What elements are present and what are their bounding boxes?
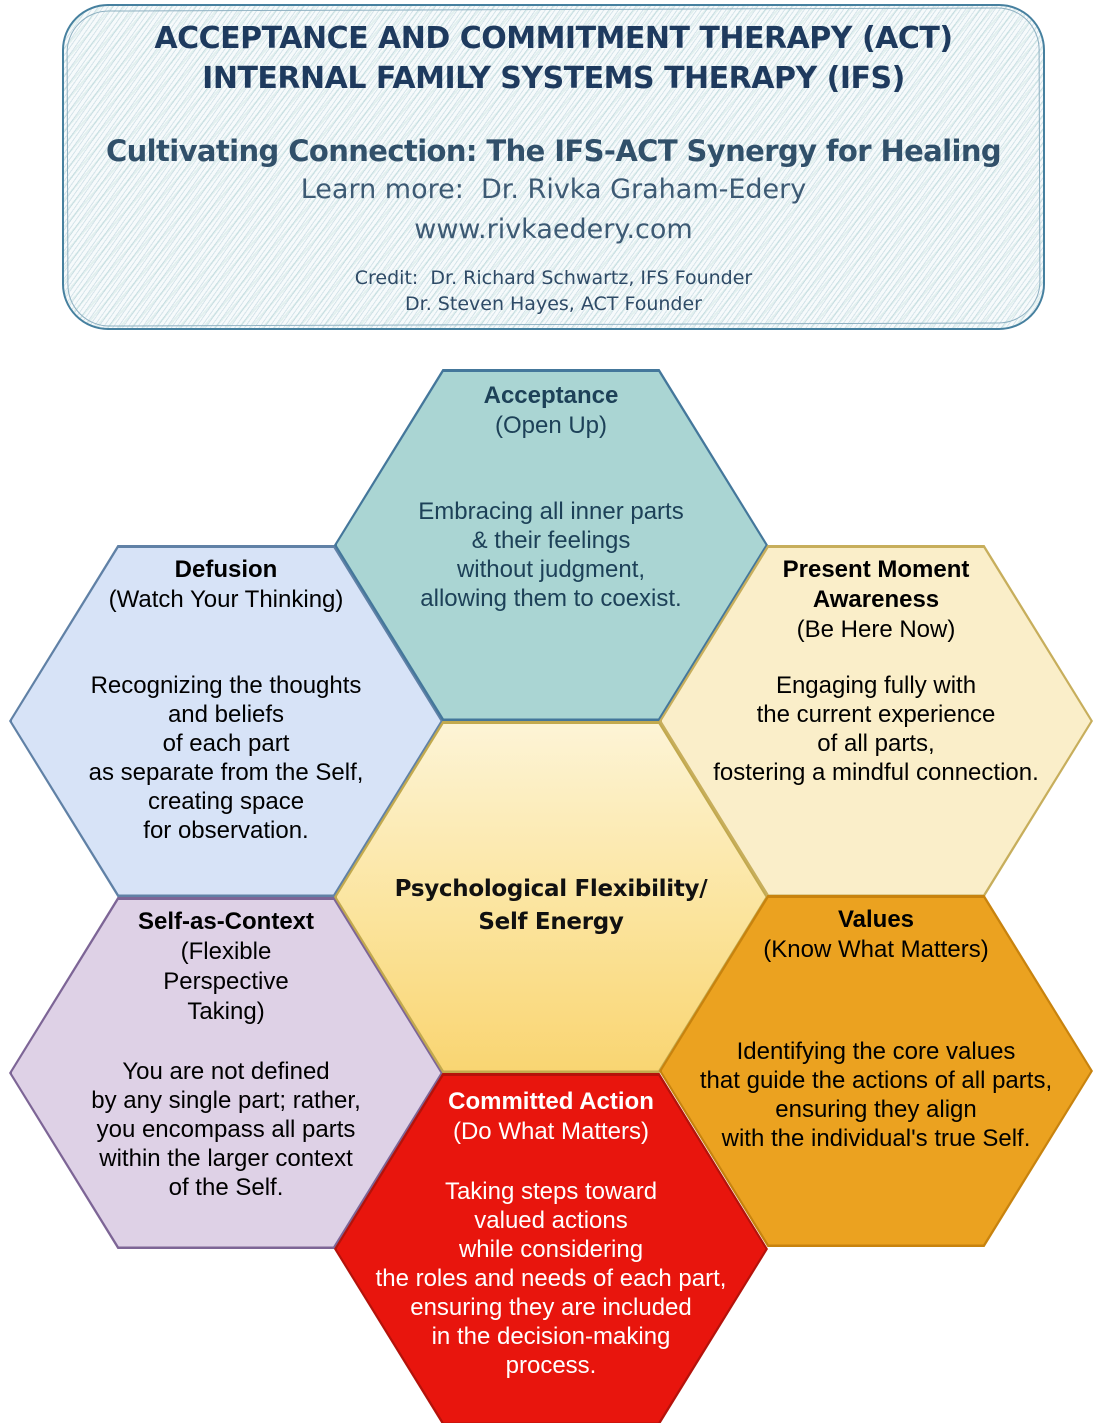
hexagon-present-moment-awareness-subtitle: (Be Here Now) <box>796 616 956 643</box>
hexagon-defusion-body: Recognizing the thoughts and beliefs of … <box>88 672 364 844</box>
hexagon-self-as-context-text: Self-as-Context (Flexible Perspective Ta… <box>9 897 443 1249</box>
hexagon-values-subtitle: (Know What Matters) <box>763 936 989 963</box>
hexagon-acceptance-text: Acceptance (Open Up) Embracing all inner… <box>334 369 768 721</box>
hexagon-committed-action-text: Committed Action (Do What Matters) Takin… <box>334 1073 768 1423</box>
hexagon-values-title: Values <box>837 906 915 933</box>
hexagon-self-as-context-subtitle: (Flexible Perspective Taking) <box>163 938 289 1025</box>
hexagon-values-text: Values (Know What Matters) Identifying t… <box>659 895 1093 1247</box>
hexagon-defusion-title: Defusion <box>174 556 278 583</box>
hexagon-present-moment-awareness-body: Engaging fully with the current experien… <box>713 672 1039 786</box>
hexagon-psychological-flexibility-title: Psychological Flexibility/ Self Energy <box>394 876 708 935</box>
hexagon-committed-action-subtitle: (Do What Matters) <box>452 1118 650 1145</box>
header-subtitle: Cultivating Connection: The IFS-ACT Syne… <box>105 134 1002 168</box>
header-credit-line1: Credit: Dr. Richard Schwartz, IFS Founde… <box>354 267 753 289</box>
header-learn-more: Learn more: Dr. Rivka Graham-Edery <box>300 174 807 205</box>
hexagon-acceptance-title: Acceptance <box>483 382 619 409</box>
header-box: ACCEPTANCE AND COMMITMENT THERAPY (ACT) … <box>62 4 1045 330</box>
hexagon-acceptance-body: Embracing all inner parts & their feelin… <box>418 498 684 612</box>
hexagon-self-as-context: Self-as-Context (Flexible Perspective Ta… <box>9 897 443 1249</box>
hexagon-committed-action-fill <box>336 1075 766 1423</box>
hexagon-self-as-context-title: Self-as-Context <box>137 908 315 935</box>
hexagon-self-as-context-body: You are not defined by any single part; … <box>91 1058 361 1201</box>
hexagon-defusion-text: Defusion (Watch Your Thinking) Recognizi… <box>9 545 443 897</box>
header-website: www.rivkaedery.com <box>414 214 693 245</box>
hexagon-present-moment-awareness-title: Present Moment Awareness <box>782 556 970 613</box>
hexagon-committed-action-title: Committed Action <box>448 1088 654 1115</box>
header-title-line2: INTERNAL FAMILY SYSTEMS THERAPY (IFS) <box>202 61 905 96</box>
hexagon-values-body: Identifying the core values that guide t… <box>699 1038 1053 1152</box>
header-credit-line2: Dr. Steven Hayes, ACT Founder <box>405 293 702 315</box>
hexagon-psychological-flexibility-text: Psychological Flexibility/ Self Energy <box>334 721 768 1073</box>
hexagon-defusion-subtitle: (Watch Your Thinking) <box>108 586 344 613</box>
hexagon-acceptance-subtitle: (Open Up) <box>494 412 608 439</box>
hexagon-committed-action-body: Taking steps toward valued actions while… <box>375 1178 727 1379</box>
hexagon-present-moment-awareness-text: Present Moment Awareness (Be Here Now) E… <box>659 545 1093 897</box>
header-title-line1: ACCEPTANCE AND COMMITMENT THERAPY (ACT) <box>154 21 953 56</box>
